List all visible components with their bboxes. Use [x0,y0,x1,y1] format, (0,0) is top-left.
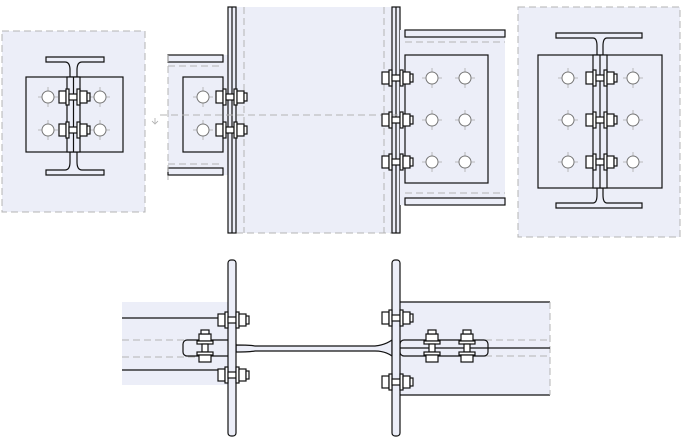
side-view-connections [151,6,506,234]
end-view-left [1,30,146,213]
plan-view [122,259,551,437]
end-view-right [517,6,681,238]
